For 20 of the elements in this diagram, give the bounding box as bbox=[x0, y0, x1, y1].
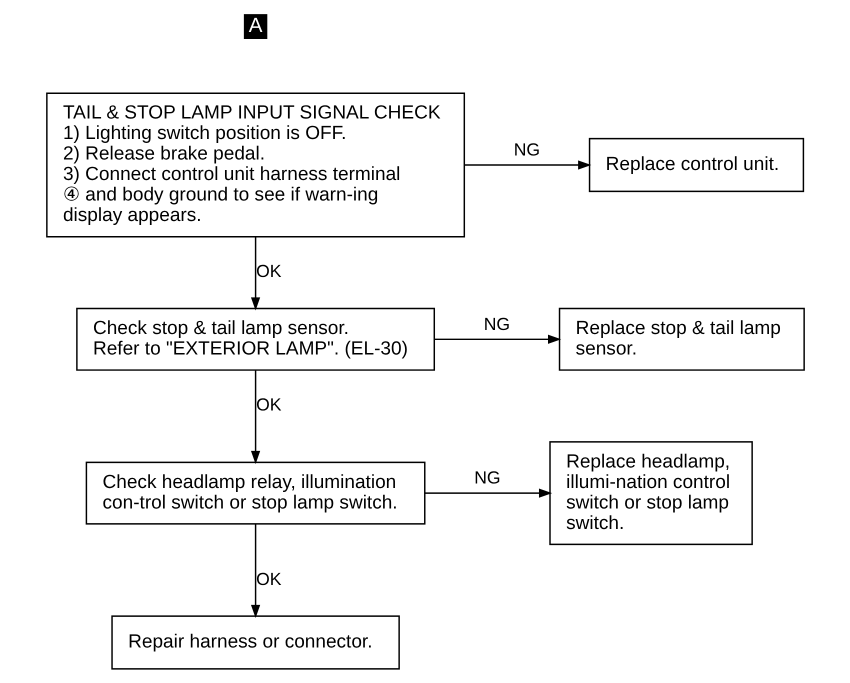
arrow bbox=[250, 524, 260, 618]
edge-label: OK bbox=[256, 261, 281, 282]
arrow bbox=[434, 334, 561, 344]
arrow bbox=[250, 370, 260, 464]
edge-label: OK bbox=[256, 394, 281, 414]
edge-label: NG bbox=[513, 140, 540, 160]
edge-label: NG bbox=[483, 314, 510, 334]
node-box: Check stop & tail lamp sensor. Refer to "EXTERIOR LAMP". (EL-30) bbox=[76, 308, 435, 371]
node-box: Repair harness or connector. bbox=[110, 615, 400, 670]
arrow bbox=[464, 160, 591, 170]
edge-label: NG bbox=[474, 468, 500, 488]
arrow bbox=[424, 488, 552, 498]
label: A bbox=[248, 14, 262, 37]
node-box: TAIL & STOP LAMP INPUT SIGNAL CHECK 1) Lighting switch position is OFF. 2) Release brake pedal. 3) Connect control unit harness terminal ④ and body ground to see if warn-ing display appears. bbox=[46, 92, 465, 238]
node-box: Check headlamp relay, illumination con-trol switch or stop lamp switch. bbox=[85, 462, 425, 525]
node-box: Replace stop & tail lamp sensor. bbox=[558, 308, 804, 371]
edge-label: OK bbox=[256, 568, 281, 589]
node-box: Replace control unit. bbox=[588, 138, 804, 192]
arrow bbox=[250, 237, 260, 311]
node-box: Replace headlamp, illumi-nation control switch or stop lamp switch. bbox=[548, 441, 752, 546]
